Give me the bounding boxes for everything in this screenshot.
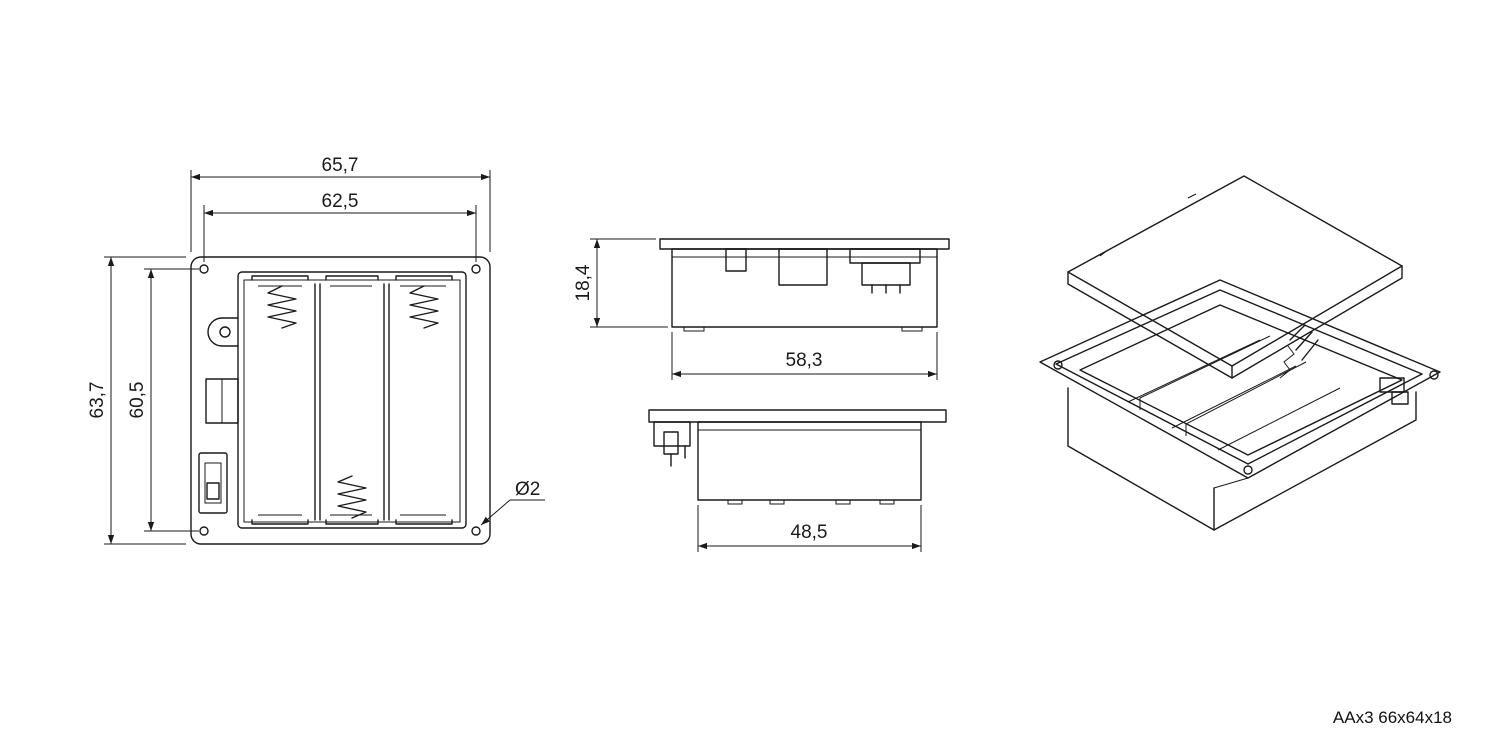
dim-depth: 18,4 <box>573 264 594 301</box>
power-switch <box>198 452 228 514</box>
side-view-flange <box>659 238 950 250</box>
mounting-hole-bl <box>199 526 209 536</box>
lid <box>1067 175 1403 367</box>
mounting-hole-tl <box>199 264 209 274</box>
mounting-hole-br <box>471 526 481 536</box>
screw-tab <box>207 317 239 347</box>
battery-compartment <box>237 271 467 529</box>
spring-middle <box>337 475 367 519</box>
front-view-dimensions <box>697 505 922 552</box>
side-view-body <box>671 248 938 328</box>
dim-hole-diameter: Ø2 <box>515 479 540 500</box>
dim-outer-height: 63,7 <box>87 382 108 419</box>
front-view-flange <box>648 409 947 423</box>
tray-rim <box>1039 279 1441 479</box>
side-view-dimensions <box>590 238 938 380</box>
dim-front-width: 48,5 <box>791 522 828 543</box>
spring-left <box>267 285 297 329</box>
dim-inner-width: 62,5 <box>322 191 359 212</box>
screw-tab-hole <box>219 326 231 338</box>
front-view-body <box>697 421 922 501</box>
dim-outer-width: 65,7 <box>322 155 359 176</box>
dim-side-width: 58,3 <box>786 350 823 371</box>
outer-frame <box>190 256 491 545</box>
top-view <box>190 256 491 545</box>
isometric-view <box>1039 175 1441 531</box>
dim-inner-height: 60,5 <box>127 382 148 419</box>
top-view-dimensions <box>104 170 545 545</box>
side-view <box>659 238 950 332</box>
mounting-hole-tr <box>471 264 481 274</box>
spring-right <box>409 285 439 329</box>
product-caption: AAx3 66x64x18 <box>1332 708 1452 727</box>
front-view <box>648 409 947 505</box>
compartment-inner <box>243 279 461 523</box>
